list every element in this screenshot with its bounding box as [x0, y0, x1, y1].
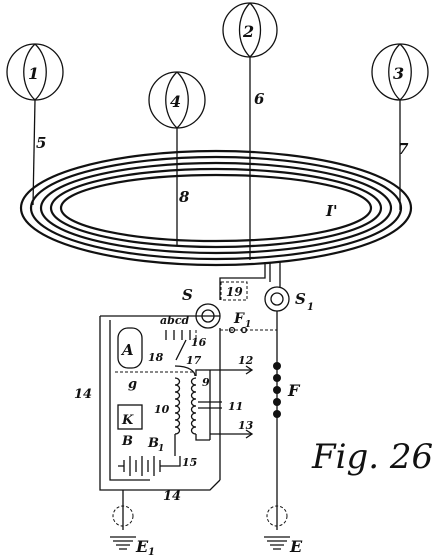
- label-10: 10: [154, 403, 170, 416]
- label-E: E: [289, 537, 303, 556]
- label-11: 11: [228, 400, 243, 413]
- balloon-3: 3: [371, 43, 429, 101]
- label-F1-sub: 1: [245, 320, 251, 330]
- balloon-4: 4: [148, 71, 206, 129]
- antenna-coil: [19, 149, 413, 267]
- spark-ball-1: [228, 326, 236, 334]
- earth-ring-E: [266, 505, 288, 527]
- box-A: [117, 327, 143, 369]
- label-E1-sub: 1: [148, 547, 155, 556]
- balloon-3-label: 3: [393, 64, 404, 83]
- label-14b: 14: [163, 489, 181, 504]
- choke-F: [273, 362, 281, 418]
- label-12: 12: [238, 354, 254, 367]
- balloon-2: 2: [222, 2, 278, 58]
- earth-symbol-E1: [110, 536, 136, 550]
- box-19: [220, 281, 248, 301]
- label-15: 15: [182, 456, 197, 469]
- label-g: g: [128, 377, 137, 392]
- label-B1-sub: 1: [158, 444, 164, 454]
- label-A: A: [120, 341, 134, 359]
- label-K: K: [121, 413, 134, 428]
- earth-symbol-E: [264, 536, 290, 550]
- tap-arm: [175, 339, 187, 361]
- balloon-2-label: 2: [242, 22, 254, 41]
- wire-label-8: 8: [179, 188, 190, 206]
- outer-loop-14: [99, 316, 221, 491]
- wire-label-6: 6: [254, 90, 265, 108]
- balloon-4-label: 4: [170, 92, 181, 111]
- figure-caption: Fig. 26.: [311, 437, 433, 477]
- label-E1: E: [135, 537, 149, 556]
- label-14a: 14: [74, 387, 92, 402]
- coil-lead-S: [219, 262, 266, 300]
- battery-B: [118, 456, 181, 476]
- balloon-1: 1: [6, 43, 64, 101]
- label-F1: F: [233, 311, 245, 327]
- label-17: 17: [186, 354, 202, 367]
- condenser-11: [198, 401, 222, 409]
- wire-label-7: 7: [398, 140, 409, 158]
- spark-ball-2: [240, 326, 248, 334]
- tap-contacts: [165, 330, 191, 340]
- label-B1: B: [147, 436, 159, 451]
- balloon-1-label: 1: [28, 64, 39, 83]
- label-9: 9: [202, 376, 210, 389]
- label-18: 18: [148, 351, 164, 364]
- label-S: S: [182, 286, 193, 304]
- transformer-primary: [174, 377, 181, 435]
- earth-ring-E1: [112, 505, 134, 527]
- label-19: 19: [226, 285, 243, 299]
- label-S1: S: [295, 290, 306, 308]
- label-S1-sub: 1: [307, 302, 314, 313]
- switch-S1: [264, 286, 290, 312]
- wire-label-5: 5: [36, 134, 46, 152]
- label-B: B: [121, 434, 133, 449]
- transformer-secondary: [190, 377, 197, 435]
- label-F: F: [287, 381, 301, 400]
- label-13: 13: [238, 419, 254, 432]
- coil-label: I': [325, 202, 338, 220]
- label-16: 16: [191, 336, 207, 349]
- label-abcd: abcd: [160, 314, 190, 327]
- relay-K: [117, 404, 143, 430]
